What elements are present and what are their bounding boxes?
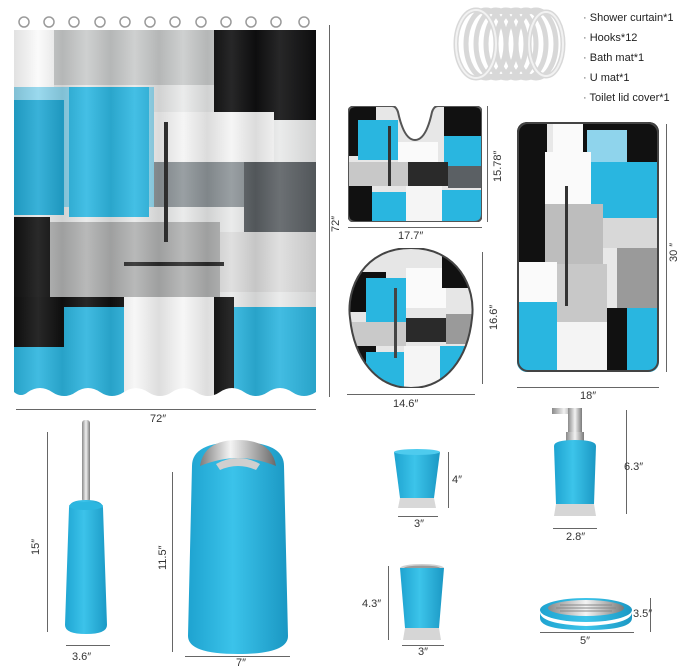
dispenser-width-line	[553, 528, 597, 529]
bathmat-width-label: 18″	[580, 390, 597, 402]
brush-width-line	[66, 645, 110, 646]
tumbler-cup	[392, 448, 442, 512]
umat-height-label: 15.78″	[492, 150, 504, 182]
bin-width-line	[185, 656, 290, 657]
cup-width-line	[398, 516, 438, 517]
soapdish-width-line	[540, 632, 634, 633]
legend-item: Bath mat*1	[583, 48, 674, 68]
dispenser-height-label: 6.3″	[624, 461, 644, 473]
cup-width-label: 3″	[414, 518, 425, 530]
curtain-width-label: 72″	[150, 413, 167, 425]
legend-item: U mat*1	[583, 68, 674, 88]
soapdish-width-label: 5″	[580, 635, 591, 647]
legend-item: Shower curtain*1	[583, 8, 674, 28]
cup-height-label: 4″	[452, 474, 463, 486]
holder-height-label: 4.3″	[362, 598, 382, 610]
bathmat-width-line	[517, 387, 659, 388]
cup-height-line	[448, 452, 449, 508]
curtain-height-label: 72″	[330, 215, 342, 232]
u-mat	[347, 105, 483, 223]
bathmat-height-line	[666, 124, 667, 372]
lid-width-label: 14.6″	[393, 398, 419, 410]
bathmat-height-label: 30 ″	[668, 242, 679, 262]
rings-icon	[453, 7, 566, 81]
brush-width-label: 3.6″	[72, 651, 92, 663]
soap-dish	[534, 592, 638, 632]
shower-curtain	[14, 12, 316, 402]
umat-width-line	[348, 227, 482, 228]
legend-item: Hooks*12	[583, 28, 674, 48]
curtain-width-line	[16, 409, 316, 410]
soapdish-height-label: 3.5″	[633, 608, 653, 620]
shower-curtain-pattern	[14, 16, 316, 396]
lid-height-line	[482, 252, 483, 384]
brush-height-label: 15″	[30, 538, 42, 555]
soap-dispenser	[540, 402, 610, 520]
legend-item: Toilet lid cover*1	[583, 88, 674, 108]
holder-height-line	[388, 566, 389, 640]
contents-list: Shower curtain*1 Hooks*12 Bath mat*1 U m…	[583, 8, 674, 108]
brush-height-line	[47, 432, 48, 632]
dispenser-width-label: 2.8″	[566, 531, 586, 543]
toilet-lid-cover	[346, 246, 476, 390]
toilet-brush	[62, 420, 112, 640]
umat-width-label: 17.7″	[398, 230, 424, 242]
umat-height-line	[487, 106, 488, 222]
hook-rings	[452, 4, 567, 84]
toothbrush-holder	[396, 560, 448, 644]
lid-height-label: 16.6″	[488, 304, 500, 330]
bin-width-label: 7″	[236, 657, 247, 669]
trash-bin	[186, 436, 290, 656]
dispenser-height-line	[626, 410, 627, 514]
holder-width-line	[402, 645, 444, 646]
soapdish-height-line	[650, 598, 651, 632]
lid-width-line	[347, 394, 475, 395]
curtain-height-line	[329, 25, 330, 397]
bath-mat	[517, 122, 659, 372]
bin-height-line	[172, 472, 173, 652]
holder-width-label: 3″	[418, 646, 429, 658]
bin-height-label: 11.5″	[157, 545, 169, 571]
